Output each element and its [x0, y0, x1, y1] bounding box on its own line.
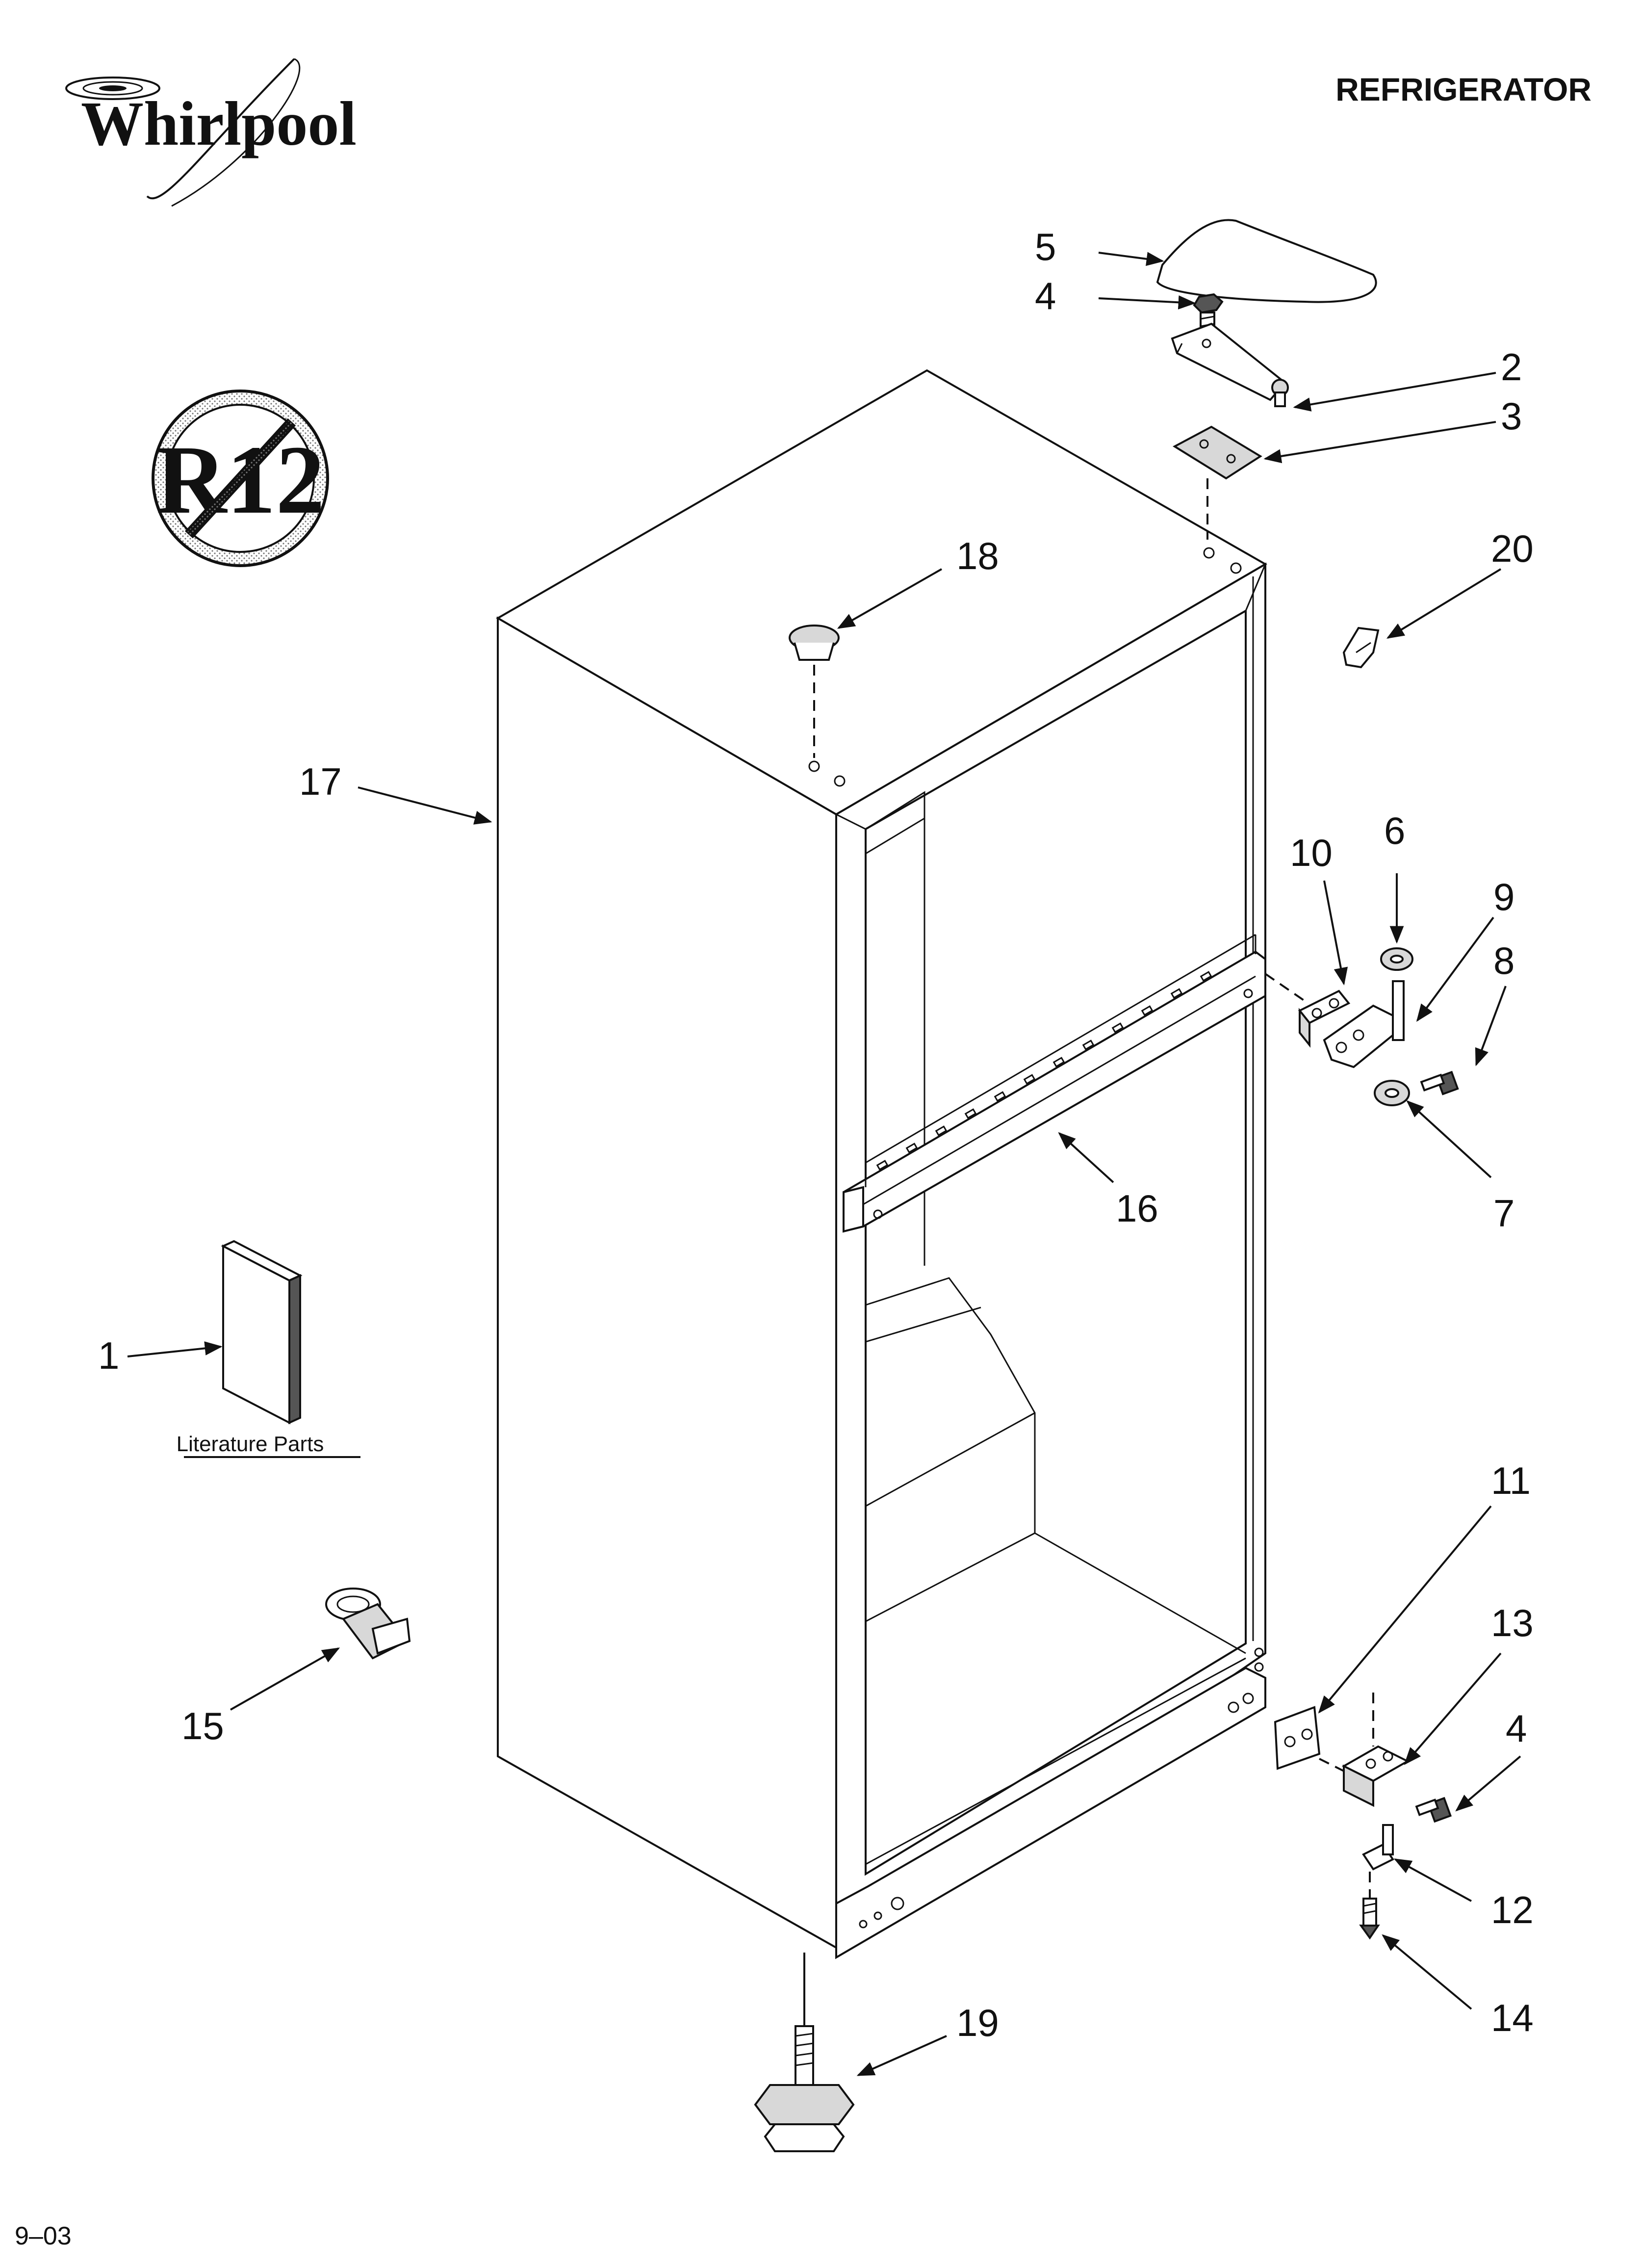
part-3-hinge-shim: [1172, 425, 1262, 480]
callout-7: 7: [1493, 1192, 1514, 1235]
part-1-literature: Literature Parts: [177, 1240, 360, 1458]
callout-4-top: 4: [1035, 274, 1056, 317]
swirl-icon: [65, 58, 301, 207]
part-9-center-hinge: [1323, 980, 1405, 1069]
callout-10: 10: [1290, 831, 1333, 874]
base-rail: [835, 1667, 1266, 1959]
part-18-plug-button: [789, 625, 840, 758]
part-6-washer: [1380, 947, 1413, 971]
callout-17: 17: [299, 760, 342, 803]
part-4-hinge-screw-bottom: [1415, 1797, 1452, 1823]
callout-16: 16: [1116, 1187, 1158, 1230]
callout-9: 9: [1493, 875, 1514, 918]
callout-4-bottom: 4: [1506, 1707, 1527, 1750]
part-8-hinge-screw: [1420, 1070, 1459, 1095]
cabinet-side: [497, 616, 837, 1950]
callout-leaders: [127, 252, 1521, 2076]
callout-15: 15: [181, 1704, 224, 1747]
part-10-spacer: [1298, 990, 1351, 1048]
part-19-leveling-leg: [754, 2025, 855, 2152]
callout-numbers: 5 4 2 3 20 18 17 6 10 9 8 7 16 1 11 13 4…: [98, 225, 1534, 2044]
part-4-hinge-screw-top: [1193, 293, 1224, 334]
callout-13: 13: [1491, 1601, 1534, 1644]
part-15-clamp: [325, 1588, 411, 1660]
callout-14: 14: [1491, 1996, 1534, 2039]
callout-12: 12: [1491, 1888, 1534, 1931]
cabinet-opening: [865, 609, 1247, 1876]
part-20-clip: [1342, 626, 1380, 669]
part-11-shim: [1274, 1706, 1321, 1770]
callout-3: 3: [1501, 394, 1522, 438]
callout-18: 18: [956, 534, 999, 577]
callout-19: 19: [956, 2001, 999, 2044]
part-5-hinge-cover: [1156, 219, 1377, 303]
callout-1: 1: [98, 1334, 119, 1377]
callout-11: 11: [1491, 1459, 1531, 1502]
cabinet: [496, 369, 1267, 1959]
brand-logo: Whirlpool: [65, 58, 357, 207]
part-12-pin: [1362, 1824, 1394, 1871]
part-14-screw: [1359, 1898, 1380, 1940]
date-code: 9–03: [15, 2222, 72, 2250]
brand-wordmark: Whirlpool: [81, 89, 357, 158]
no-r12-badge: R12: [152, 390, 329, 567]
callout-6: 6: [1384, 809, 1405, 852]
callout-8: 8: [1493, 939, 1514, 982]
rail-slots: [876, 971, 1212, 1171]
callout-5: 5: [1035, 225, 1056, 268]
page-title: REFRIGERATOR: [1335, 71, 1591, 107]
callout-2: 2: [1501, 345, 1522, 389]
callout-20: 20: [1491, 527, 1534, 570]
part-2-top-hinge: [1171, 322, 1289, 407]
part-16-center-rail: [843, 934, 1266, 1233]
part-13-bottom-hinge: [1341, 1745, 1410, 1807]
part-7-washer: [1374, 1080, 1410, 1106]
literature-parts-label: Literature Parts: [177, 1432, 324, 1456]
